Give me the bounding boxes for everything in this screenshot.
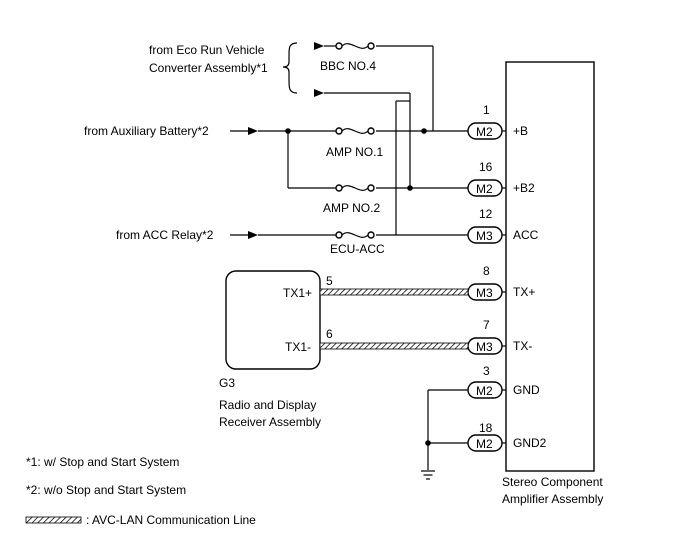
amp-pin-7: 7 M3 TX- xyxy=(467,318,532,355)
avc-lan-line-tx-minus xyxy=(319,342,469,350)
amp-pin-3-label: GND xyxy=(513,383,540,397)
receiver-box xyxy=(225,270,321,370)
amp-pin-12-conn: M3 xyxy=(476,229,493,243)
fuse-amp-no1: AMP NO.1 xyxy=(326,127,383,159)
amp-pin-12: 12 M3 ACC xyxy=(467,207,539,244)
amp-pin-16-conn: M2 xyxy=(476,182,493,196)
receiver-id: G3 xyxy=(219,376,235,390)
source-eco-run-line2: Converter Assembly*1 xyxy=(149,61,268,75)
ground-circuit xyxy=(425,389,468,470)
source-eco-run-line1: from Eco Run Vehicle xyxy=(149,43,265,57)
amplifier-name-line1: Stereo Component xyxy=(502,475,603,489)
amp-pin-3-number: 3 xyxy=(483,364,490,378)
amp-pin-8-conn: M3 xyxy=(476,286,493,300)
amp-pin-8: 8 M3 TX+ xyxy=(467,264,535,301)
source-brace xyxy=(282,42,298,94)
receiver-pin-tx1minus-label: TX1- xyxy=(285,340,311,354)
fuse-ecu-acc: ECU-ACC xyxy=(330,231,385,256)
fuse-bbc-no4: BBC NO.4 xyxy=(320,42,376,73)
amp-pin-7-number: 7 xyxy=(483,318,490,332)
amp-pin-16-label: +B2 xyxy=(513,181,535,195)
amp-pin-18: 18 M2 GND2 xyxy=(467,421,547,452)
receiver-pin-tx1plus-label: TX1+ xyxy=(283,286,312,300)
legend-avc-lan-swatch xyxy=(25,516,82,524)
avc-lan-line-tx-plus xyxy=(319,288,469,296)
ground-symbol-icon xyxy=(421,470,435,480)
arrow-eco-run-2 xyxy=(314,89,324,97)
power-wires xyxy=(258,45,468,236)
amp-pin-1: 1 M2 +B xyxy=(467,103,528,140)
note-1: *1: w/ Stop and Start System xyxy=(26,455,179,469)
amp-pin-7-conn: M3 xyxy=(476,340,493,354)
fuse-bbc-no4-label: BBC NO.4 xyxy=(320,59,376,73)
note-2: *2: w/o Stop and Start System xyxy=(26,483,186,497)
fuse-amp-no1-label: AMP NO.1 xyxy=(326,145,383,159)
arrow-aux-battery xyxy=(248,127,258,135)
source-acc-relay: from ACC Relay*2 xyxy=(116,228,214,242)
amp-pin-3: 3 M2 GND xyxy=(467,364,540,399)
receiver-name-line2: Receiver Assembly xyxy=(219,415,321,429)
fuse-amp-no2-label: AMP NO.2 xyxy=(323,201,380,215)
amp-pin-16: 16 M2 +B2 xyxy=(467,160,535,197)
amp-pin-16-number: 16 xyxy=(479,160,493,174)
amp-pin-18-number: 18 xyxy=(479,421,493,435)
amp-pin-18-label: GND2 xyxy=(513,436,547,450)
fuse-ecu-acc-label: ECU-ACC xyxy=(330,242,385,256)
amplifier-box xyxy=(505,61,595,472)
amp-pin-12-label: ACC xyxy=(513,228,539,242)
receiver-name-line1: Radio and Display xyxy=(219,398,316,412)
amp-pin-8-label: TX+ xyxy=(513,285,535,299)
amp-pin-1-conn: M2 xyxy=(476,125,493,139)
amp-pin-18-conn: M2 xyxy=(476,437,493,451)
amp-pin-12-number: 12 xyxy=(479,207,493,221)
arrow-eco-run-1 xyxy=(314,42,324,50)
amplifier-name-line2: Amplifier Assembly xyxy=(502,492,603,506)
amp-pin-8-number: 8 xyxy=(483,264,490,278)
arrow-acc-relay xyxy=(248,231,258,239)
amp-pin-1-number: 1 xyxy=(483,103,490,117)
fuse-amp-no2: AMP NO.2 xyxy=(323,184,380,215)
receiver-pin-5-number: 5 xyxy=(326,274,333,288)
source-aux-battery: from Auxiliary Battery*2 xyxy=(84,124,209,138)
amp-pin-1-label: +B xyxy=(513,124,528,138)
legend-avc-lan-label: : AVC-LAN Communication Line xyxy=(86,513,256,527)
amp-pin-3-conn: M2 xyxy=(476,384,493,398)
receiver-pin-6-number: 6 xyxy=(326,327,333,341)
amp-pin-7-label: TX- xyxy=(513,339,532,353)
